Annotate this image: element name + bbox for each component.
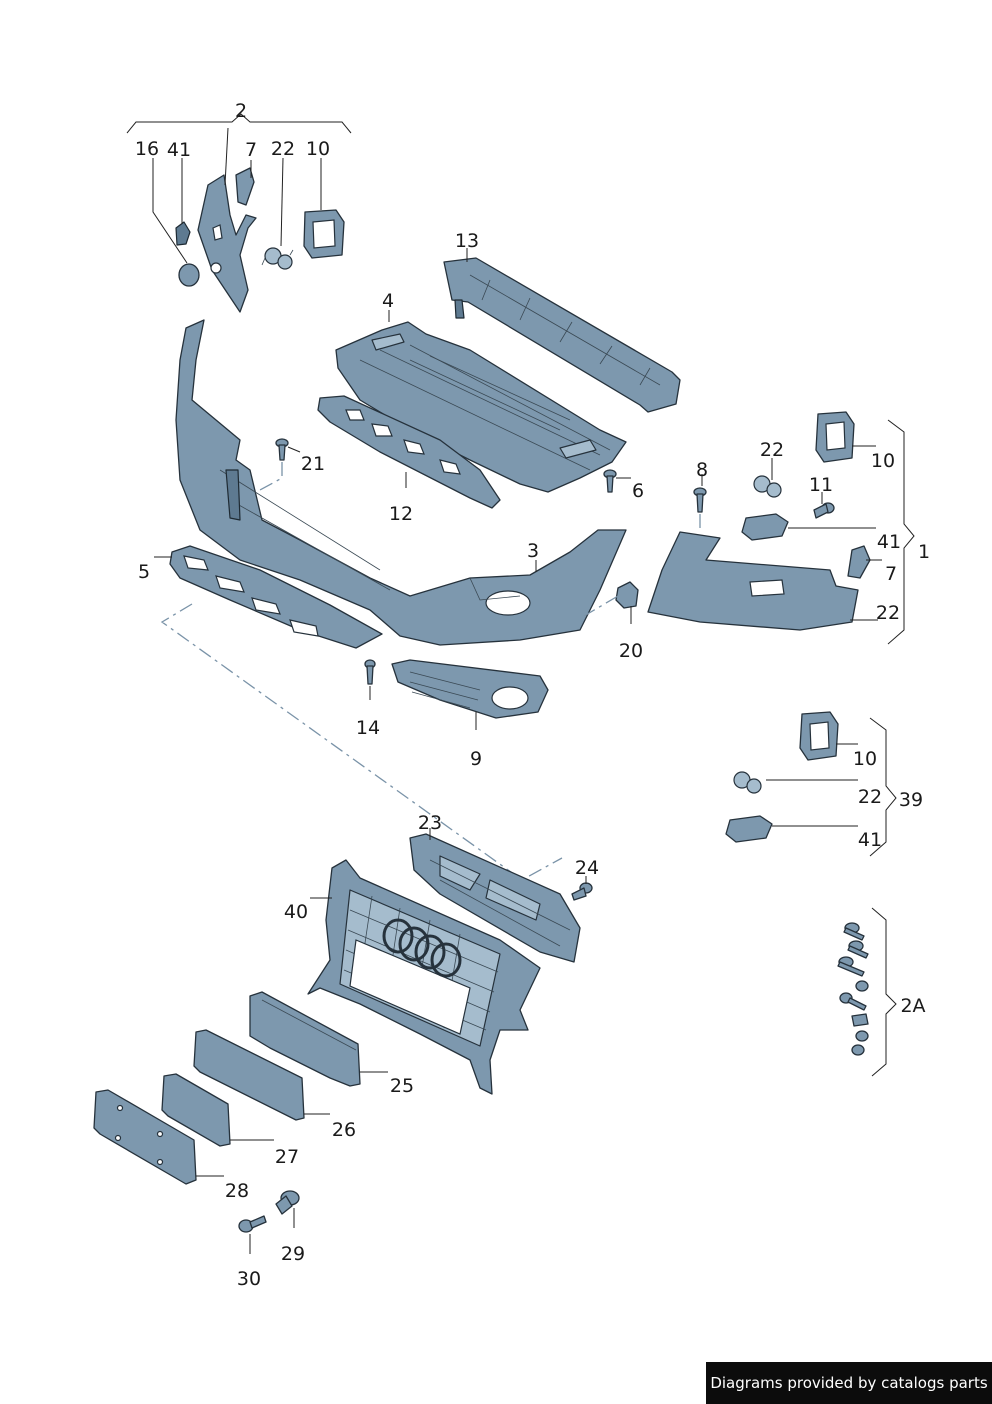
fastener-line-21 <box>259 462 283 491</box>
callout-2A: 2A <box>900 995 925 1017</box>
part-22-clip-group-39 <box>733 771 762 794</box>
group-2A-bracket <box>871 907 897 1077</box>
part-10-sensor-frame-group-39 <box>799 711 839 761</box>
part-21-screw <box>275 438 289 461</box>
part-22-clip-upper-right <box>753 475 782 498</box>
callout-3: 3 <box>527 540 539 562</box>
callout-9: 9 <box>470 748 482 770</box>
callout-8: 8 <box>696 459 708 481</box>
part-24-screw <box>571 882 593 901</box>
callout-41-left: 41 <box>167 139 191 161</box>
part-41-cover-right <box>741 513 789 541</box>
callout-7-left: 7 <box>245 139 257 161</box>
part-27-plate-frame <box>161 1073 231 1147</box>
callout-29: 29 <box>281 1243 305 1265</box>
part-11-screw <box>813 502 835 519</box>
callout-12: 12 <box>389 503 413 525</box>
part-2-slot <box>212 224 223 241</box>
part-40-radiator-grille <box>307 859 541 1095</box>
callout-22-left: 22 <box>271 138 295 160</box>
part-3-bumper-cover <box>175 319 627 646</box>
callout-14: 14 <box>356 717 380 739</box>
part-2-hole <box>210 262 222 274</box>
fastener-line-20 <box>583 595 619 617</box>
grille-rings-logo <box>382 918 462 978</box>
part-10-sensor-frame-left <box>303 209 345 259</box>
callout-10-group-39: 10 <box>853 748 877 770</box>
part-6-screw <box>603 469 617 493</box>
callout-2: 2 <box>235 100 247 122</box>
part-2-side-trim <box>197 174 257 313</box>
part-8-screw <box>693 487 707 513</box>
part-9-fog-lamp-trim <box>391 659 549 719</box>
callout-21: 21 <box>301 453 325 475</box>
part-25-plate-bracket <box>249 991 361 1087</box>
callout-22-upper-right: 22 <box>760 439 784 461</box>
callout-24: 24 <box>575 857 599 879</box>
part-13-impact-absorber <box>443 257 681 413</box>
part-22-side-trim-right <box>647 531 859 631</box>
callout-27: 27 <box>275 1146 299 1168</box>
part-29-expansion-nut <box>275 1190 300 1215</box>
group-1-bracket <box>887 419 915 645</box>
callout-30: 30 <box>237 1268 261 1290</box>
part-30-screw <box>238 1215 267 1233</box>
part-28-plate-carrier <box>93 1089 197 1185</box>
part-7-bracket-left <box>235 167 255 206</box>
callout-16: 16 <box>135 138 159 160</box>
part-41-cover-group-39 <box>725 815 773 843</box>
group-39-bracket <box>869 717 897 857</box>
callout-26: 26 <box>332 1119 356 1141</box>
callout-41-group-39: 41 <box>858 829 882 851</box>
part-22-clip-left <box>261 247 294 270</box>
assembly-line-grille <box>160 603 563 881</box>
callout-23: 23 <box>418 812 442 834</box>
callout-11: 11 <box>809 474 833 496</box>
part-12-grille-bracket <box>317 395 501 509</box>
part-10-sensor-frame-upper-right <box>815 411 855 463</box>
part-7-bracket-right <box>847 545 871 579</box>
part-2A-fastener-set <box>837 922 869 1056</box>
callout-1: 1 <box>918 541 930 563</box>
leader-16 <box>152 158 188 264</box>
footer-credit: Diagrams provided by catalogs parts <box>706 1362 992 1404</box>
callout-4: 4 <box>382 290 394 312</box>
callout-10-upper-right: 10 <box>871 450 895 472</box>
group-2-bracket <box>126 113 352 134</box>
part-23-grille-frame <box>409 833 581 963</box>
part-41-cover-left <box>175 221 191 246</box>
leader-2 <box>224 127 229 186</box>
part-20-sensor-holder <box>615 581 639 609</box>
part-14-screw <box>364 659 376 685</box>
callout-41-right: 41 <box>877 531 901 553</box>
part-16-cap <box>178 263 200 287</box>
callout-13: 13 <box>455 230 479 252</box>
leader-21 <box>287 446 301 453</box>
callout-6: 6 <box>632 480 644 502</box>
callout-7-right: 7 <box>885 563 897 585</box>
callout-22-right: 22 <box>876 602 900 624</box>
callout-20: 20 <box>619 640 643 662</box>
callout-5: 5 <box>138 561 150 583</box>
callout-28: 28 <box>225 1180 249 1202</box>
callout-22-group-39: 22 <box>858 786 882 808</box>
callout-40: 40 <box>284 901 308 923</box>
callout-10-left: 10 <box>306 138 330 160</box>
leader-22-left <box>280 157 284 247</box>
part-5-lower-grille <box>169 545 383 649</box>
part-26-plate-base <box>193 1029 305 1121</box>
callout-25: 25 <box>390 1075 414 1097</box>
callout-39: 39 <box>899 789 923 811</box>
